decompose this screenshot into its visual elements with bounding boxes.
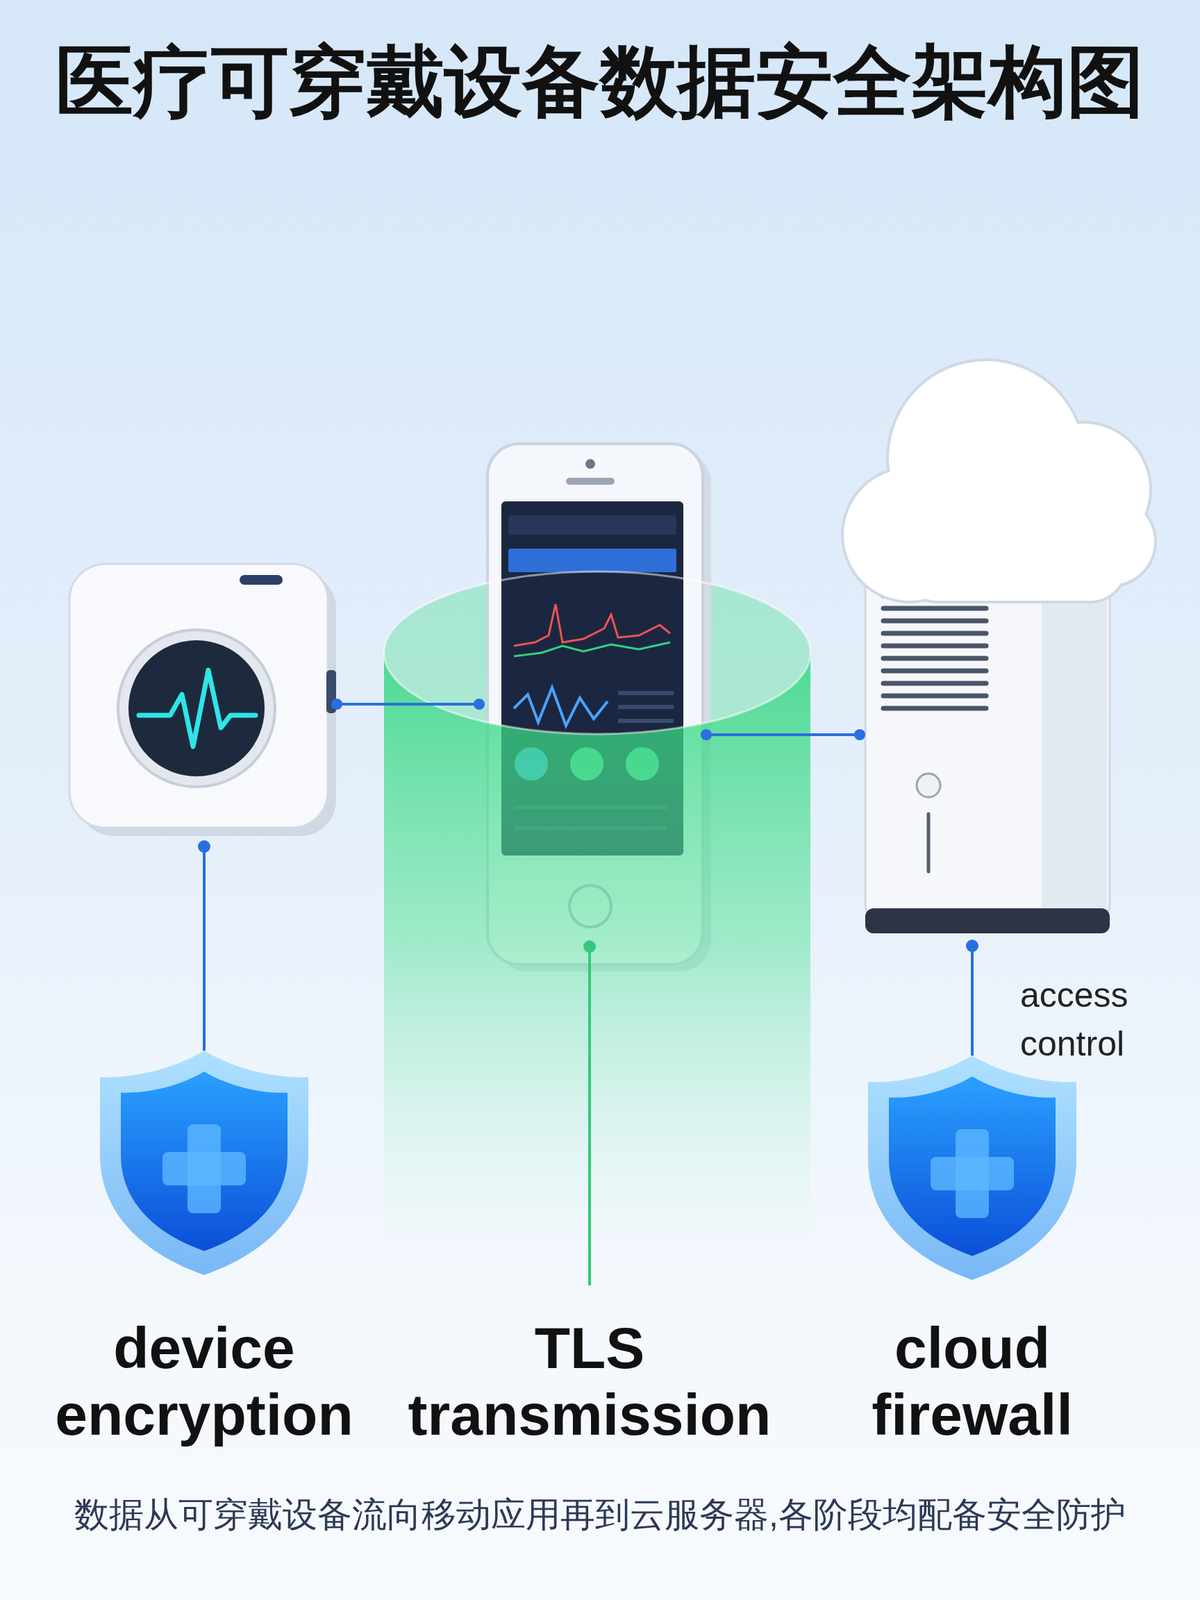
cylinder-body	[384, 652, 811, 1250]
cloud	[843, 361, 1155, 601]
security-stage: cloud firewall	[815, 1314, 1129, 1448]
caption: 数据从可穿戴设备流向移动应用再到云服务器,各阶段均配备安全防护	[13, 1490, 1187, 1539]
shield-icon	[100, 1050, 309, 1275]
security-stage: TLS transmission	[377, 1314, 802, 1448]
annotation: access control	[1020, 970, 1191, 1069]
security-stage: device encryption	[23, 1314, 385, 1448]
shield-icon	[868, 1055, 1077, 1280]
cylinder-rim	[384, 571, 811, 735]
stage-label: cloud firewall	[815, 1314, 1129, 1448]
title: 医疗可穿戴设备数据安全架构图	[13, 33, 1187, 131]
wearable-device	[69, 563, 337, 837]
wires	[197, 698, 979, 1286]
stage-label: device encryption	[23, 1314, 385, 1448]
stage-label: TLS transmission	[377, 1314, 802, 1448]
